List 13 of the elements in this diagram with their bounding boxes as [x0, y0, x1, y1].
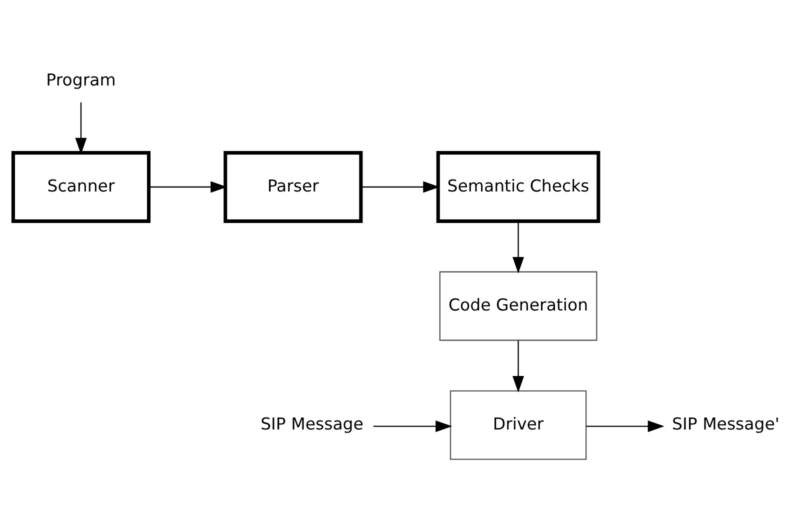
arrow — [512, 220, 524, 273]
arrow — [586, 420, 664, 432]
arrow — [512, 340, 524, 392]
node-box: Parser — [224, 150, 363, 222]
node-text: Program — [46, 70, 116, 89]
node-box: Scanner — [11, 150, 151, 222]
arrow — [75, 102, 87, 154]
arrow — [373, 420, 452, 432]
node-text: SIP Message — [260, 414, 364, 433]
node-text: SIP Message' — [672, 414, 780, 433]
node-box: Driver — [450, 390, 587, 460]
node-box: Semantic Checks — [436, 150, 600, 222]
node-box: Code Generation — [439, 270, 598, 340]
